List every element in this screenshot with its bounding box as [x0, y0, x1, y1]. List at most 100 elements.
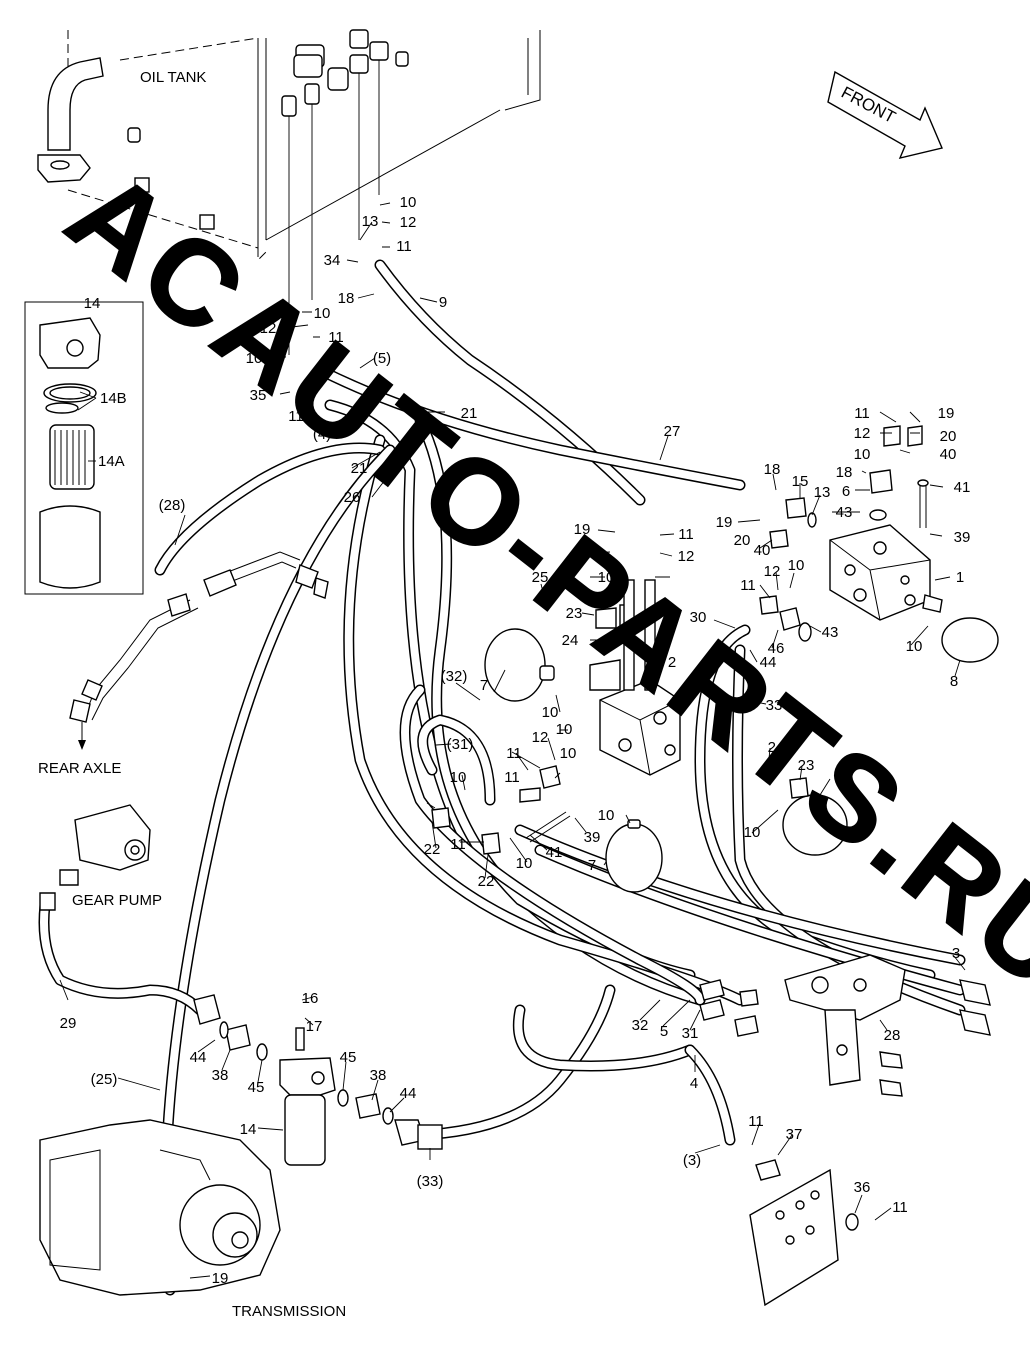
- callout-label: 6: [842, 483, 850, 500]
- callout-label: 12: [260, 320, 277, 337]
- callout-label: 45: [340, 1049, 357, 1066]
- callout-label: 1: [956, 569, 964, 586]
- callout-label: 22: [424, 841, 441, 858]
- callout-label: 9: [439, 294, 447, 311]
- callout-label: (5): [373, 350, 391, 367]
- inset-part-14B: 14B: [100, 390, 127, 407]
- callout-label: 15: [792, 473, 809, 490]
- callout-label: (31): [447, 736, 474, 753]
- callout-label: 13: [814, 484, 831, 501]
- callout-label: 13: [362, 213, 379, 230]
- callout-label: 41: [546, 844, 563, 861]
- callout-label: 10: [556, 721, 573, 738]
- callout-label: 10: [560, 745, 577, 762]
- gear-pump-label: GEAR PUMP: [72, 892, 162, 909]
- callout-label: 30: [690, 609, 707, 626]
- callout-label: 43: [836, 504, 853, 521]
- callout-label: 11: [506, 745, 522, 762]
- callout-label: 11: [450, 836, 466, 853]
- callout-label: 39: [584, 829, 601, 846]
- callout-label: 7: [480, 677, 488, 694]
- callout-label: 32: [632, 1017, 649, 1034]
- callout-label: (32): [441, 668, 468, 685]
- front-direction-arrow: FRONT: [827, 70, 943, 159]
- callout-label: (33): [417, 1173, 444, 1190]
- callout-label: 34: [324, 252, 341, 269]
- callout-label: 20: [940, 428, 957, 445]
- callout-label: 20: [734, 532, 751, 549]
- callout-label: 21: [351, 460, 368, 477]
- callout-label: 26: [344, 489, 361, 506]
- callout-label: 10: [314, 305, 331, 322]
- inset-title: 14: [84, 295, 101, 312]
- callout-label: 16: [302, 990, 319, 1007]
- callout-label: 44: [760, 654, 777, 671]
- gear-pump: GEAR PUMP: [39, 804, 162, 911]
- callout-label: 36: [854, 1179, 871, 1196]
- callout-label: 11: [328, 329, 344, 346]
- callout-label: 12: [854, 425, 871, 442]
- callout-label: 38: [212, 1067, 229, 1084]
- callout-label: 41: [954, 479, 971, 496]
- callout-label: 19: [212, 1270, 229, 1287]
- mounting-plate: [749, 1159, 859, 1307]
- callout-label: 7: [588, 857, 596, 874]
- callout-label: 23: [798, 757, 815, 774]
- callout-label: 10: [400, 194, 417, 211]
- callout-label: (28): [159, 497, 186, 514]
- callout-label: 10: [450, 769, 467, 786]
- callout-label: 18: [836, 464, 853, 481]
- hose-bundle: [38, 259, 966, 1296]
- callout-label: 10: [788, 557, 805, 574]
- callout-label: 28: [884, 1027, 901, 1044]
- callout-label: 12: [532, 729, 549, 746]
- callout-label: 8: [950, 673, 958, 690]
- callout-label: 3: [952, 945, 960, 962]
- callout-label: 29: [60, 1015, 77, 1032]
- callout-label: 35: [250, 387, 267, 404]
- oil-tank: OIL TANK: [37, 30, 541, 262]
- callout-label: 12: [764, 563, 781, 580]
- filter-exploded-inset: 14 14B 14A: [24, 295, 144, 595]
- valve-block-2: [431, 579, 848, 893]
- callout-label: 11: [678, 526, 694, 543]
- callout-label: 44: [190, 1049, 207, 1066]
- callout-label: 7: [834, 772, 842, 789]
- callout-label: 2: [668, 654, 676, 671]
- callout-label: (3): [683, 1152, 701, 1169]
- callout-label: 45: [248, 1079, 265, 1096]
- callout-label: 10: [598, 807, 615, 824]
- inset-part-14A: 14A: [98, 453, 125, 470]
- callout-label: 22: [478, 873, 495, 890]
- transmission: TRANSMISSION: [39, 1119, 346, 1320]
- callout-label: 12: [678, 548, 695, 565]
- callout-label: 33: [766, 697, 783, 714]
- callout-label: (4): [313, 426, 331, 443]
- callout-label: 18: [764, 461, 781, 478]
- callout-label: 38: [370, 1067, 387, 1084]
- callout-label: 11: [854, 405, 870, 422]
- callout-label: 19: [574, 521, 591, 538]
- callout-label: 11: [504, 769, 520, 786]
- callout-label: 10: [598, 569, 615, 586]
- callout-label: 10: [744, 824, 761, 841]
- callout-label: 31: [682, 1025, 699, 1042]
- callout-label: 24: [562, 632, 579, 649]
- callout-label: 11: [748, 1113, 764, 1130]
- valve-block-1: [759, 425, 999, 663]
- callout-label: 19: [716, 514, 733, 531]
- callout-label: 42: [570, 545, 587, 562]
- callout-label: 12: [400, 214, 417, 231]
- callout-label: 23: [566, 605, 583, 622]
- callout-label: 27: [664, 423, 681, 440]
- callout-label: 25: [532, 569, 549, 586]
- callout-label: 18: [338, 290, 355, 307]
- callout-label: 44: [400, 1085, 417, 1102]
- bracket-manifold-3: [699, 954, 991, 1097]
- callout-label: 43: [822, 624, 839, 641]
- callout-label: 39: [954, 529, 971, 546]
- callout-label: 10: [246, 350, 263, 367]
- callout-leaders: [59, 202, 966, 1279]
